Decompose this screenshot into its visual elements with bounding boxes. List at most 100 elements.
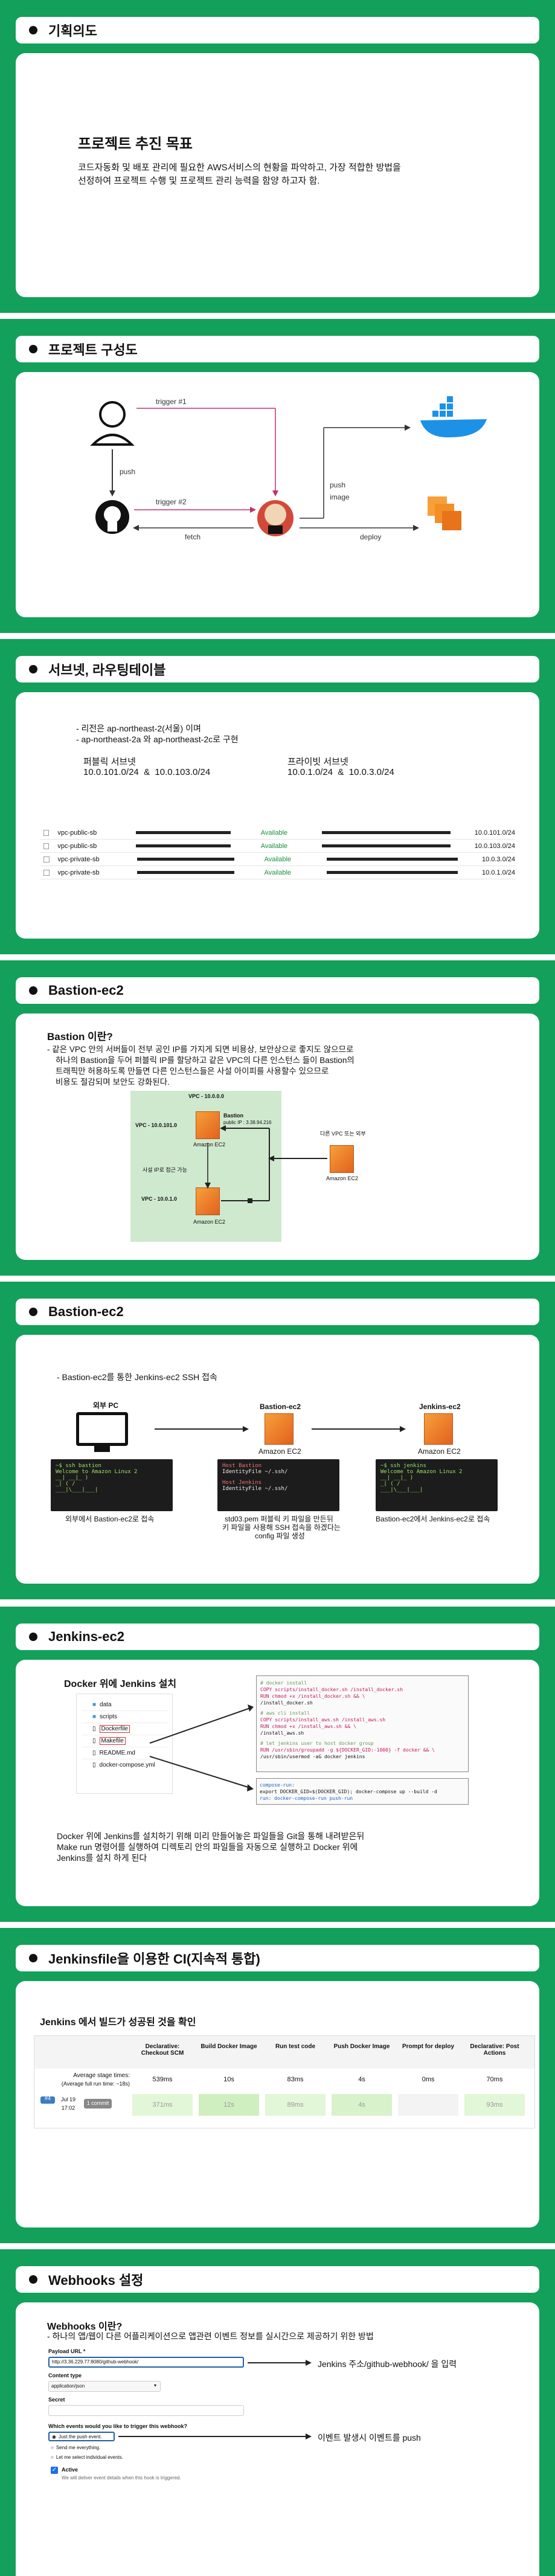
code-line: RUN /usr/sbin/groupadd -g ${DOCKER_GID:-…: [260, 1747, 435, 1753]
bullet-dot-icon: [29, 1954, 37, 1962]
stage-result[interactable]: [265, 2094, 326, 2116]
active-label: Active: [62, 2467, 79, 2473]
bullet-line: - ap-northeast-2a 와 ap-northeast-2c로 구현: [76, 734, 239, 744]
slide-jenkinsfile-ci: Jenkinsfile을 이용한 CI(지속적 통합) Jenkins 에서 빌…: [0, 1928, 555, 2243]
subnet-row[interactable]: vpc-public-sb Available 10.0.101.0/24: [40, 826, 515, 840]
run-stage-time: 4s: [358, 2101, 365, 2109]
active-checkbox[interactable]: ✓: [51, 2467, 58, 2474]
stage-result[interactable]: [132, 2094, 193, 2116]
bastion-label: Bastion-ec2: [260, 1402, 301, 1411]
redacted-bar: [137, 871, 234, 874]
run-id[interactable]: #4: [44, 2095, 51, 2101]
trigger2-label: trigger #2: [156, 498, 187, 506]
redacted-bar: [137, 858, 234, 861]
bullet-dot-icon: [29, 1308, 37, 1316]
checkbox[interactable]: [43, 869, 50, 876]
slide-title: 기획의도: [48, 24, 97, 39]
redacted-bar: [322, 844, 451, 847]
config-line: IdentityFile ~/.ssh/: [222, 1469, 288, 1475]
folder-icon: ■: [92, 1714, 97, 1720]
heading: Docker 위에 Jenkins 설치: [64, 1679, 177, 1689]
file-item-compose[interactable]: ▯docker-compose.yml: [82, 1759, 167, 1771]
avg-label: Average stage times:: [73, 2072, 130, 2079]
stage-result[interactable]: [464, 2094, 525, 2116]
stage-result[interactable]: [199, 2094, 259, 2116]
subnet-name: vpc-private-sb: [57, 869, 100, 876]
file-name: README.md: [99, 1750, 135, 1756]
commit-badge[interactable]: [84, 2099, 112, 2109]
file-item-readme[interactable]: ▯README.md: [82, 1747, 167, 1759]
run-stage-time: 89ms: [287, 2101, 304, 2109]
avg-time: 539ms: [152, 2076, 173, 2083]
bullet-dot-icon: [29, 26, 37, 34]
slide-body: Docker 위에 Jenkins 설치 ■data ■scripts ▯Doc…: [16, 1660, 539, 1906]
slide-jenkins-ec2: Jenkins-ec2 Docker 위에 Jenkins 설치 ■data ■…: [0, 1607, 555, 1922]
file-item-scripts[interactable]: ■scripts: [82, 1711, 167, 1723]
subnet-row[interactable]: vpc-private-sb Available 10.0.3.0/24: [40, 853, 515, 866]
pipeline-stage-view: Declarative: Checkout SCM Build Docker I…: [34, 2035, 535, 2128]
stage-result[interactable]: [398, 2094, 458, 2116]
external-ec2-icon: [330, 1145, 354, 1173]
commit-count[interactable]: 1 commit: [86, 2100, 109, 2106]
description-line: - 하나의 앱/웹이 다른 어플리케이션으로 앱관련 이벤트 정보를 실시간으로…: [47, 2331, 374, 2341]
slide-title: Jenkinsfile을 이용한 CI(지속적 통합): [48, 1951, 260, 1967]
slide-header: Jenkins-ec2: [16, 1624, 539, 1650]
file-name: scripts: [100, 1714, 117, 1720]
vpc-label: VPC - 10.0.0.0: [188, 1093, 225, 1099]
status-badge: Available: [264, 855, 292, 863]
payload-url-input[interactable]: http://3.36.229.77:8080/github-webhook/: [48, 2357, 244, 2368]
subnet-row[interactable]: vpc-public-sb Available 10.0.103.0/24: [40, 840, 515, 853]
checkbox[interactable]: [43, 843, 50, 849]
status-badge: Available: [260, 829, 288, 837]
redacted-bar: [322, 831, 451, 834]
slide-header: Bastion-ec2: [16, 1299, 539, 1325]
checkbox[interactable]: [43, 856, 50, 862]
image-label: image: [330, 493, 350, 501]
subnet-row[interactable]: vpc-private-sb Available 10.0.1.0/24: [40, 866, 515, 879]
redacted-bar: [135, 844, 231, 847]
slide-header: Bastion-ec2: [16, 977, 539, 1004]
checkbox[interactable]: [43, 829, 50, 836]
content-type-select[interactable]: application/json ▾: [48, 2381, 161, 2392]
text-line: - 같은 VPC 안의 서버들이 전부 공인 IP를 가지게 되면 비용상, 보…: [47, 1045, 354, 1054]
stage-result[interactable]: [332, 2094, 392, 2116]
ec2-label: Amazon EC2: [193, 1142, 226, 1148]
ec2-label: Amazon EC2: [258, 1447, 301, 1456]
code-line: # docker install: [260, 1680, 307, 1686]
file-icon: ▯: [92, 1726, 96, 1732]
run-stage-time: 12s: [223, 2101, 234, 2109]
other-vpc-label: 다른 VPC 또는 외부: [320, 1131, 366, 1137]
github-icon: [95, 500, 129, 534]
file-icon: ▯: [92, 1762, 96, 1768]
description-line: Jenkins를 설치 하게 된다: [57, 1853, 147, 1863]
avg-time: 70ms: [486, 2076, 503, 2083]
run-stage-time: 93ms: [486, 2101, 503, 2109]
subnet-name: vpc-public-sb: [57, 842, 97, 850]
active-sublabel: We will deliver event details when this …: [62, 2475, 181, 2481]
desktop-stand-icon: [94, 1446, 110, 1452]
event-option-individual[interactable]: ○Let me select individual events.: [51, 2455, 123, 2460]
desktop-pc-icon: [76, 1412, 128, 1446]
file-item-makefile[interactable]: ▯Makefile: [82, 1735, 167, 1747]
event-option-push[interactable]: ◉Just the push event.: [48, 2432, 115, 2441]
radio-selected-icon: ◉: [52, 2434, 56, 2439]
webhook-arrows: [118, 2360, 312, 2439]
secret-input[interactable]: [48, 2405, 244, 2416]
run-date: Jul 19: [60, 2096, 76, 2102]
file-item-dockerfile[interactable]: ▯Dockerfile: [82, 1723, 167, 1735]
event-option-everything[interactable]: ○Send me everything.: [51, 2445, 100, 2450]
code-line: # aws cli install: [260, 1710, 310, 1716]
bullet-dot-icon: [29, 986, 37, 995]
events-label: Which events would you like to trigger t…: [48, 2423, 188, 2429]
payload-label: Payload URL *: [48, 2348, 86, 2354]
code-line: /install_aws.sh: [260, 1730, 304, 1736]
file-item-data[interactable]: ■data: [82, 1699, 167, 1711]
event-label: Send me everything.: [56, 2445, 101, 2450]
run-badge[interactable]: [40, 2096, 55, 2104]
heading: Jenkins 에서 빌드가 성공된 것을 확인: [40, 2017, 196, 2028]
code-line: /install_docker.sh: [260, 1700, 313, 1706]
slide-title: 프로젝트 구성도: [48, 342, 138, 358]
slide-title: Webhooks 설정: [48, 2273, 144, 2288]
chevron-down-icon: ▾: [153, 2383, 156, 2388]
vpc-b-label: VPC - 10.0.1.0: [141, 1196, 178, 1202]
